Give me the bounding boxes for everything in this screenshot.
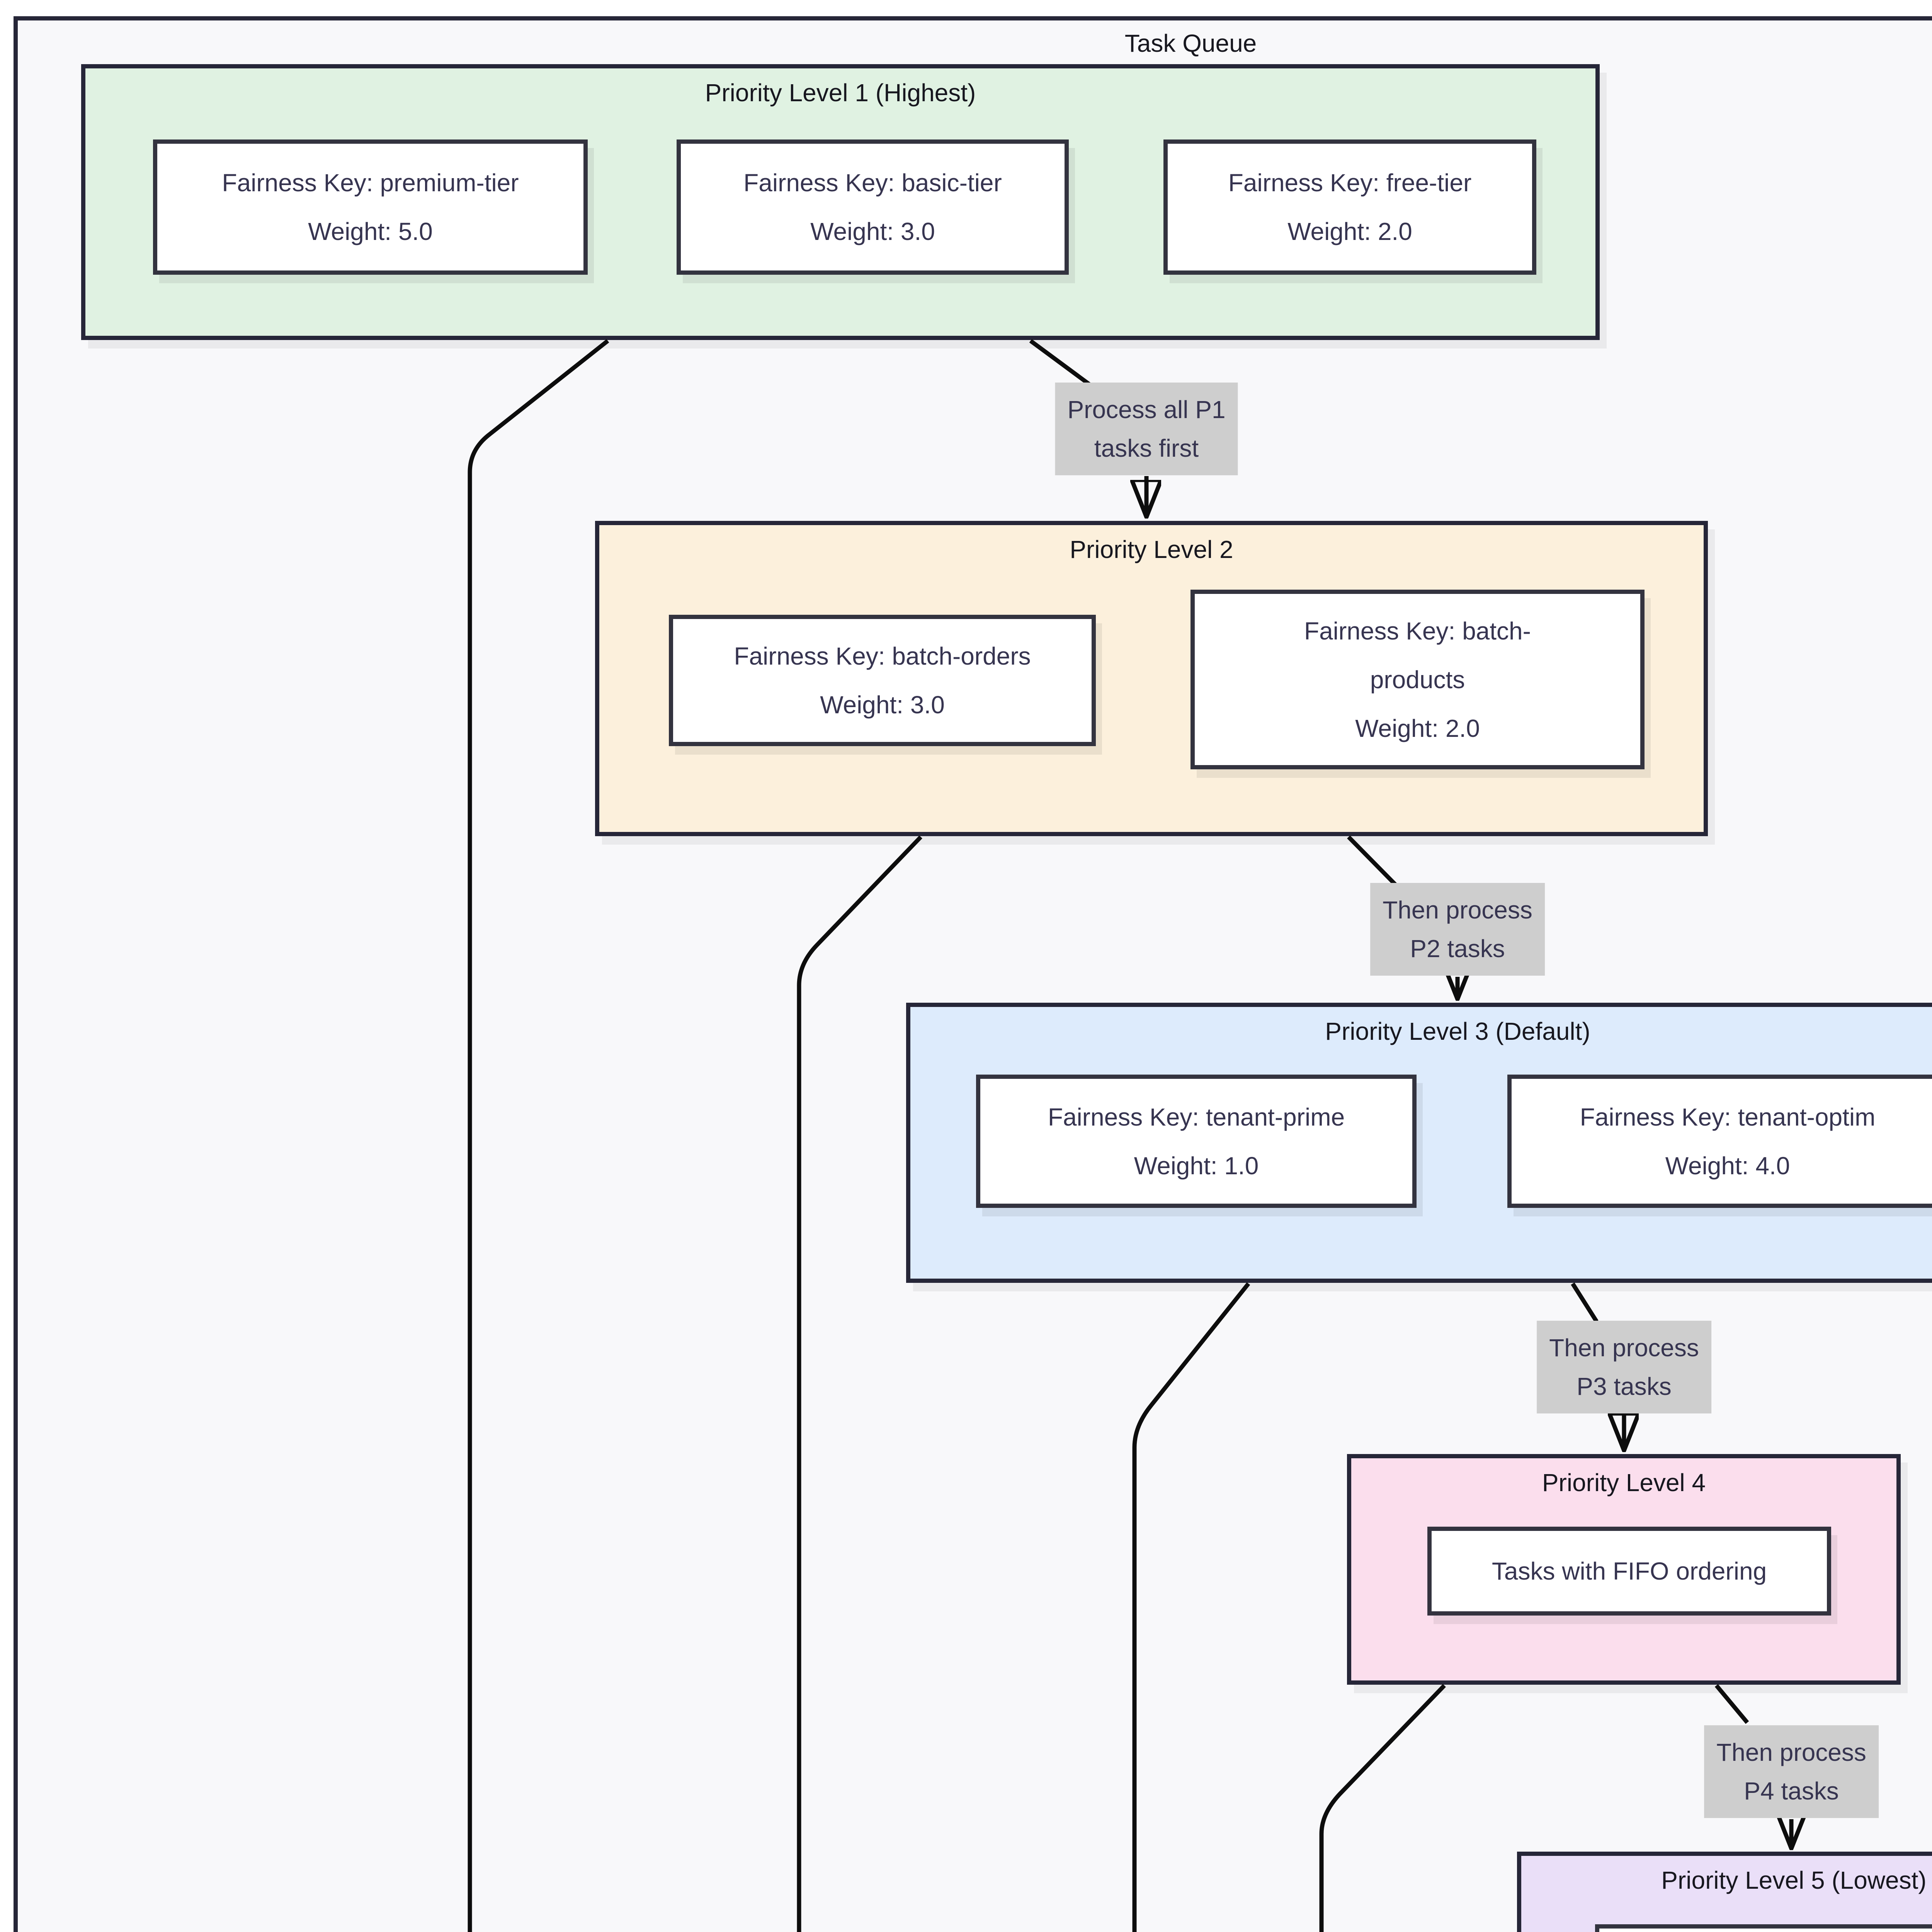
priority-level-5-group: Priority Level 5 (Lowest) Tasks with FIF…	[1517, 1852, 1932, 1932]
node-line: Weight: 3.0	[810, 218, 935, 245]
node-line: Fairness Key: batch-	[1304, 617, 1531, 645]
priority-level-3-title: Priority Level 3 (Default)	[1325, 1017, 1590, 1045]
edge-label-line: Then process	[1716, 1738, 1866, 1766]
priority-level-4-group: Priority Level 4 Tasks with FIFO orderin…	[1347, 1454, 1901, 1685]
node-line: Weight: 3.0	[820, 691, 945, 719]
priority-level-3-group: Priority Level 3 (Default) Fairness Key:…	[906, 1003, 1932, 1283]
node-batch-products: Fairness Key: batch- products Weight: 2.…	[1190, 590, 1645, 769]
edge-label-line: Process all P1	[1067, 396, 1226, 423]
node-line: Weight: 4.0	[1665, 1151, 1790, 1180]
node-fifo-p5: Tasks with FIFO ordering	[1595, 1924, 1932, 1932]
edge-label-p4-p5: Then process P4 tasks	[1704, 1725, 1879, 1818]
node-line: Weight: 5.0	[308, 218, 433, 245]
node-line: Fairness Key: basic-tier	[743, 169, 1002, 197]
priority-level-4-title: Priority Level 4	[1542, 1469, 1706, 1497]
node-free-tier: Fairness Key: free-tier Weight: 2.0	[1163, 139, 1536, 275]
edge-label-p2-p3: Then process P2 tasks	[1370, 883, 1545, 976]
edge-label-line: P2 tasks	[1410, 935, 1505, 963]
edge-label-p3-p4: Then process P3 tasks	[1537, 1321, 1711, 1413]
node-tenant-prime: Fairness Key: tenant-prime Weight: 1.0	[976, 1075, 1417, 1208]
task-queue-title: Task Queue	[1124, 29, 1257, 57]
edge-label-line: Then process	[1549, 1334, 1699, 1362]
priority-level-5-title: Priority Level 5 (Lowest)	[1661, 1866, 1927, 1894]
node-batch-orders: Fairness Key: batch-orders Weight: 3.0	[669, 615, 1096, 746]
priority-level-2-group: Priority Level 2 Fairness Key: batch-ord…	[595, 521, 1708, 836]
node-line: Tasks with FIFO ordering	[1492, 1557, 1767, 1585]
node-fifo-p4: Tasks with FIFO ordering	[1427, 1527, 1831, 1616]
node-line: Fairness Key: free-tier	[1228, 169, 1472, 197]
priority-level-1-title: Priority Level 1 (Highest)	[705, 79, 976, 107]
edge-label-p1-p2: Process all P1 tasks first	[1055, 383, 1238, 475]
node-tenant-optim: Fairness Key: tenant-optim Weight: 4.0	[1507, 1075, 1932, 1208]
node-line: Fairness Key: batch-orders	[734, 642, 1031, 670]
edge-label-line: P3 tasks	[1577, 1372, 1672, 1400]
node-line: products	[1370, 665, 1465, 694]
node-line: Fairness Key: premium-tier	[222, 169, 519, 197]
edge-label-line: tasks first	[1094, 434, 1199, 462]
priority-level-2-title: Priority Level 2	[1070, 536, 1233, 563]
node-line: Fairness Key: tenant-prime	[1048, 1103, 1345, 1131]
node-basic-tier: Fairness Key: basic-tier Weight: 3.0	[677, 139, 1069, 275]
node-line: Fairness Key: tenant-optim	[1580, 1103, 1876, 1131]
node-premium-tier: Fairness Key: premium-tier Weight: 5.0	[153, 139, 588, 275]
priority-level-1-group: Priority Level 1 (Highest) Fairness Key:…	[81, 64, 1600, 340]
node-line: Weight: 2.0	[1287, 218, 1412, 245]
node-line: Weight: 2.0	[1355, 714, 1480, 742]
edge-label-line: P4 tasks	[1744, 1777, 1839, 1805]
node-line: Weight: 1.0	[1134, 1151, 1259, 1180]
edge-label-line: Then process	[1383, 896, 1532, 924]
